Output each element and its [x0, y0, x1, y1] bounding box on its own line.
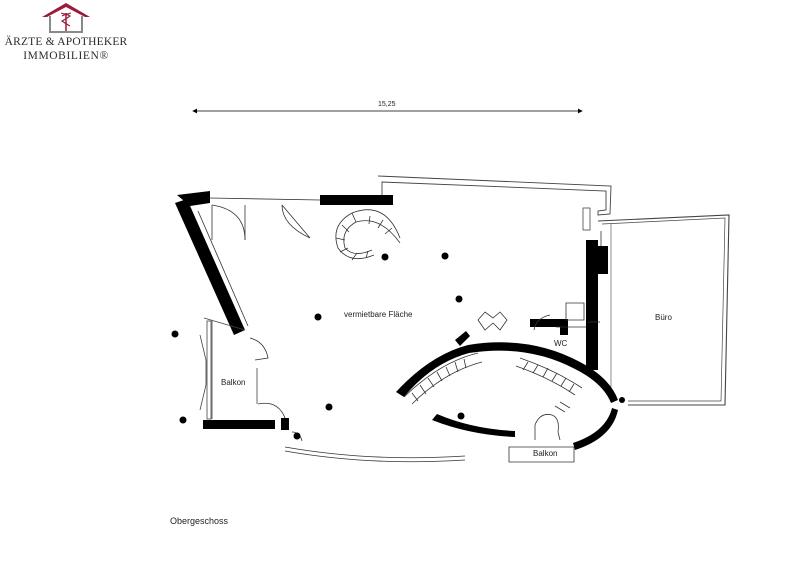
- office-room: [582, 207, 730, 406]
- logo-line-1: ÄRZTE & APOTHEKER: [4, 36, 128, 48]
- columns: [171, 252, 625, 440]
- left-balcony: [199, 317, 258, 420]
- room-label-office: Büro: [655, 313, 672, 322]
- room-label-balcony-right: Balkon: [533, 449, 558, 458]
- interior-lines: [197, 197, 602, 463]
- logo-line-2: IMMOBILIEN®: [23, 50, 109, 62]
- curved-staircase-east: [515, 357, 583, 413]
- floor-label: Obergeschoss: [170, 516, 229, 526]
- dimension-label: 15,25: [378, 101, 396, 108]
- room-label-balcony-left: Balkon: [221, 378, 246, 387]
- doors: [211, 204, 561, 442]
- company-logo: ÄRZTE & APOTHEKER IMMOBILIEN®: [0, 0, 140, 70]
- house-caduceus-icon: [42, 3, 90, 33]
- room-label-wc: WC: [554, 339, 568, 348]
- spiral-staircase: [335, 209, 401, 261]
- roof-terrace-outline: [377, 175, 612, 216]
- curved-staircase-west: [403, 352, 483, 405]
- room-label-main: vermietbare Fläche: [344, 310, 413, 319]
- load-bearing-walls: [175, 191, 618, 450]
